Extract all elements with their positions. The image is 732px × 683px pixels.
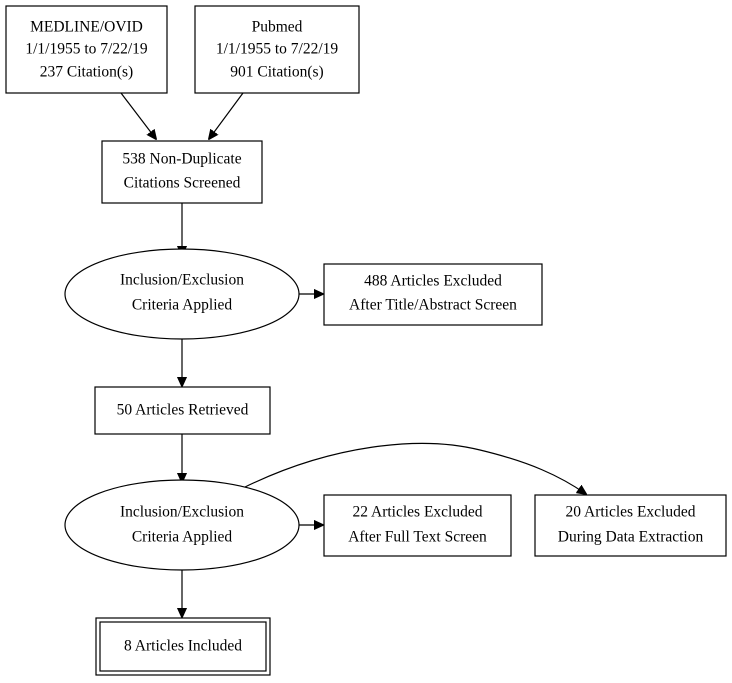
node-excluded-fulltext: 22 Articles Excluded After Full Text Scr… bbox=[323, 494, 512, 557]
pubmed-line-2: 1/1/1955 to 7/22/19 bbox=[216, 41, 339, 58]
node-criteria-2: Inclusion/Exclusion Criteria Applied bbox=[64, 479, 300, 571]
included-line-1: 8 Articles Included bbox=[124, 638, 242, 655]
criteria-2-line-2: Criteria Applied bbox=[132, 529, 233, 546]
screened-line-1: 538 Non-Duplicate bbox=[122, 151, 241, 168]
screened-line-2: Citations Screened bbox=[124, 175, 241, 192]
retrieved-line-1: 50 Articles Retrieved bbox=[117, 402, 249, 419]
included-inner-box bbox=[99, 621, 267, 672]
excluded-extraction-box bbox=[534, 494, 727, 557]
medline-box bbox=[5, 5, 168, 94]
node-excluded-title: 488 Articles Excluded After Title/Abstra… bbox=[323, 263, 543, 326]
pubmed-line-3: 901 Citation(s) bbox=[230, 64, 323, 81]
node-screened: 538 Non-Duplicate Citations Screened bbox=[101, 140, 263, 204]
criteria-1-ellipse bbox=[64, 248, 300, 340]
medline-line-1: MEDLINE/OVID bbox=[30, 19, 143, 36]
node-pubmed: Pubmed 1/1/1955 to 7/22/19 901 Citation(… bbox=[194, 5, 360, 94]
edges bbox=[120, 92, 586, 617]
screened-box bbox=[101, 140, 263, 204]
pubmed-line-1: Pubmed bbox=[252, 19, 303, 36]
node-medline: MEDLINE/OVID 1/1/1955 to 7/22/19 237 Cit… bbox=[5, 5, 168, 94]
criteria-1-line-1: Inclusion/Exclusion bbox=[120, 272, 244, 289]
excluded-fulltext-box bbox=[323, 494, 512, 557]
edge-medline-to-screened bbox=[120, 92, 156, 139]
excluded-title-box bbox=[323, 263, 543, 326]
node-criteria-1: Inclusion/Exclusion Criteria Applied bbox=[64, 248, 300, 340]
excluded-fulltext-line-2: After Full Text Screen bbox=[348, 529, 487, 546]
node-included: 8 Articles Included bbox=[95, 617, 271, 676]
excluded-fulltext-line-1: 22 Articles Excluded bbox=[353, 504, 483, 521]
criteria-1-line-2: Criteria Applied bbox=[132, 297, 233, 314]
excluded-title-line-2: After Title/Abstract Screen bbox=[349, 297, 517, 314]
edge-criteria-2-to-excluded-extraction bbox=[242, 442, 586, 494]
edge-pubmed-to-screened bbox=[209, 92, 244, 139]
criteria-2-line-1: Inclusion/Exclusion bbox=[120, 504, 244, 521]
excluded-extraction-line-1: 20 Articles Excluded bbox=[566, 504, 696, 521]
excluded-extraction-line-2: During Data Extraction bbox=[558, 529, 704, 546]
excluded-title-line-1: 488 Articles Excluded bbox=[364, 273, 502, 290]
medline-line-2: 1/1/1955 to 7/22/19 bbox=[25, 41, 148, 58]
medline-line-3: 237 Citation(s) bbox=[40, 64, 133, 81]
pubmed-box bbox=[194, 5, 360, 94]
retrieved-box bbox=[94, 386, 271, 435]
criteria-2-ellipse bbox=[64, 479, 300, 571]
node-excluded-extraction: 20 Articles Excluded During Data Extract… bbox=[534, 494, 727, 557]
node-retrieved: 50 Articles Retrieved bbox=[94, 386, 271, 435]
